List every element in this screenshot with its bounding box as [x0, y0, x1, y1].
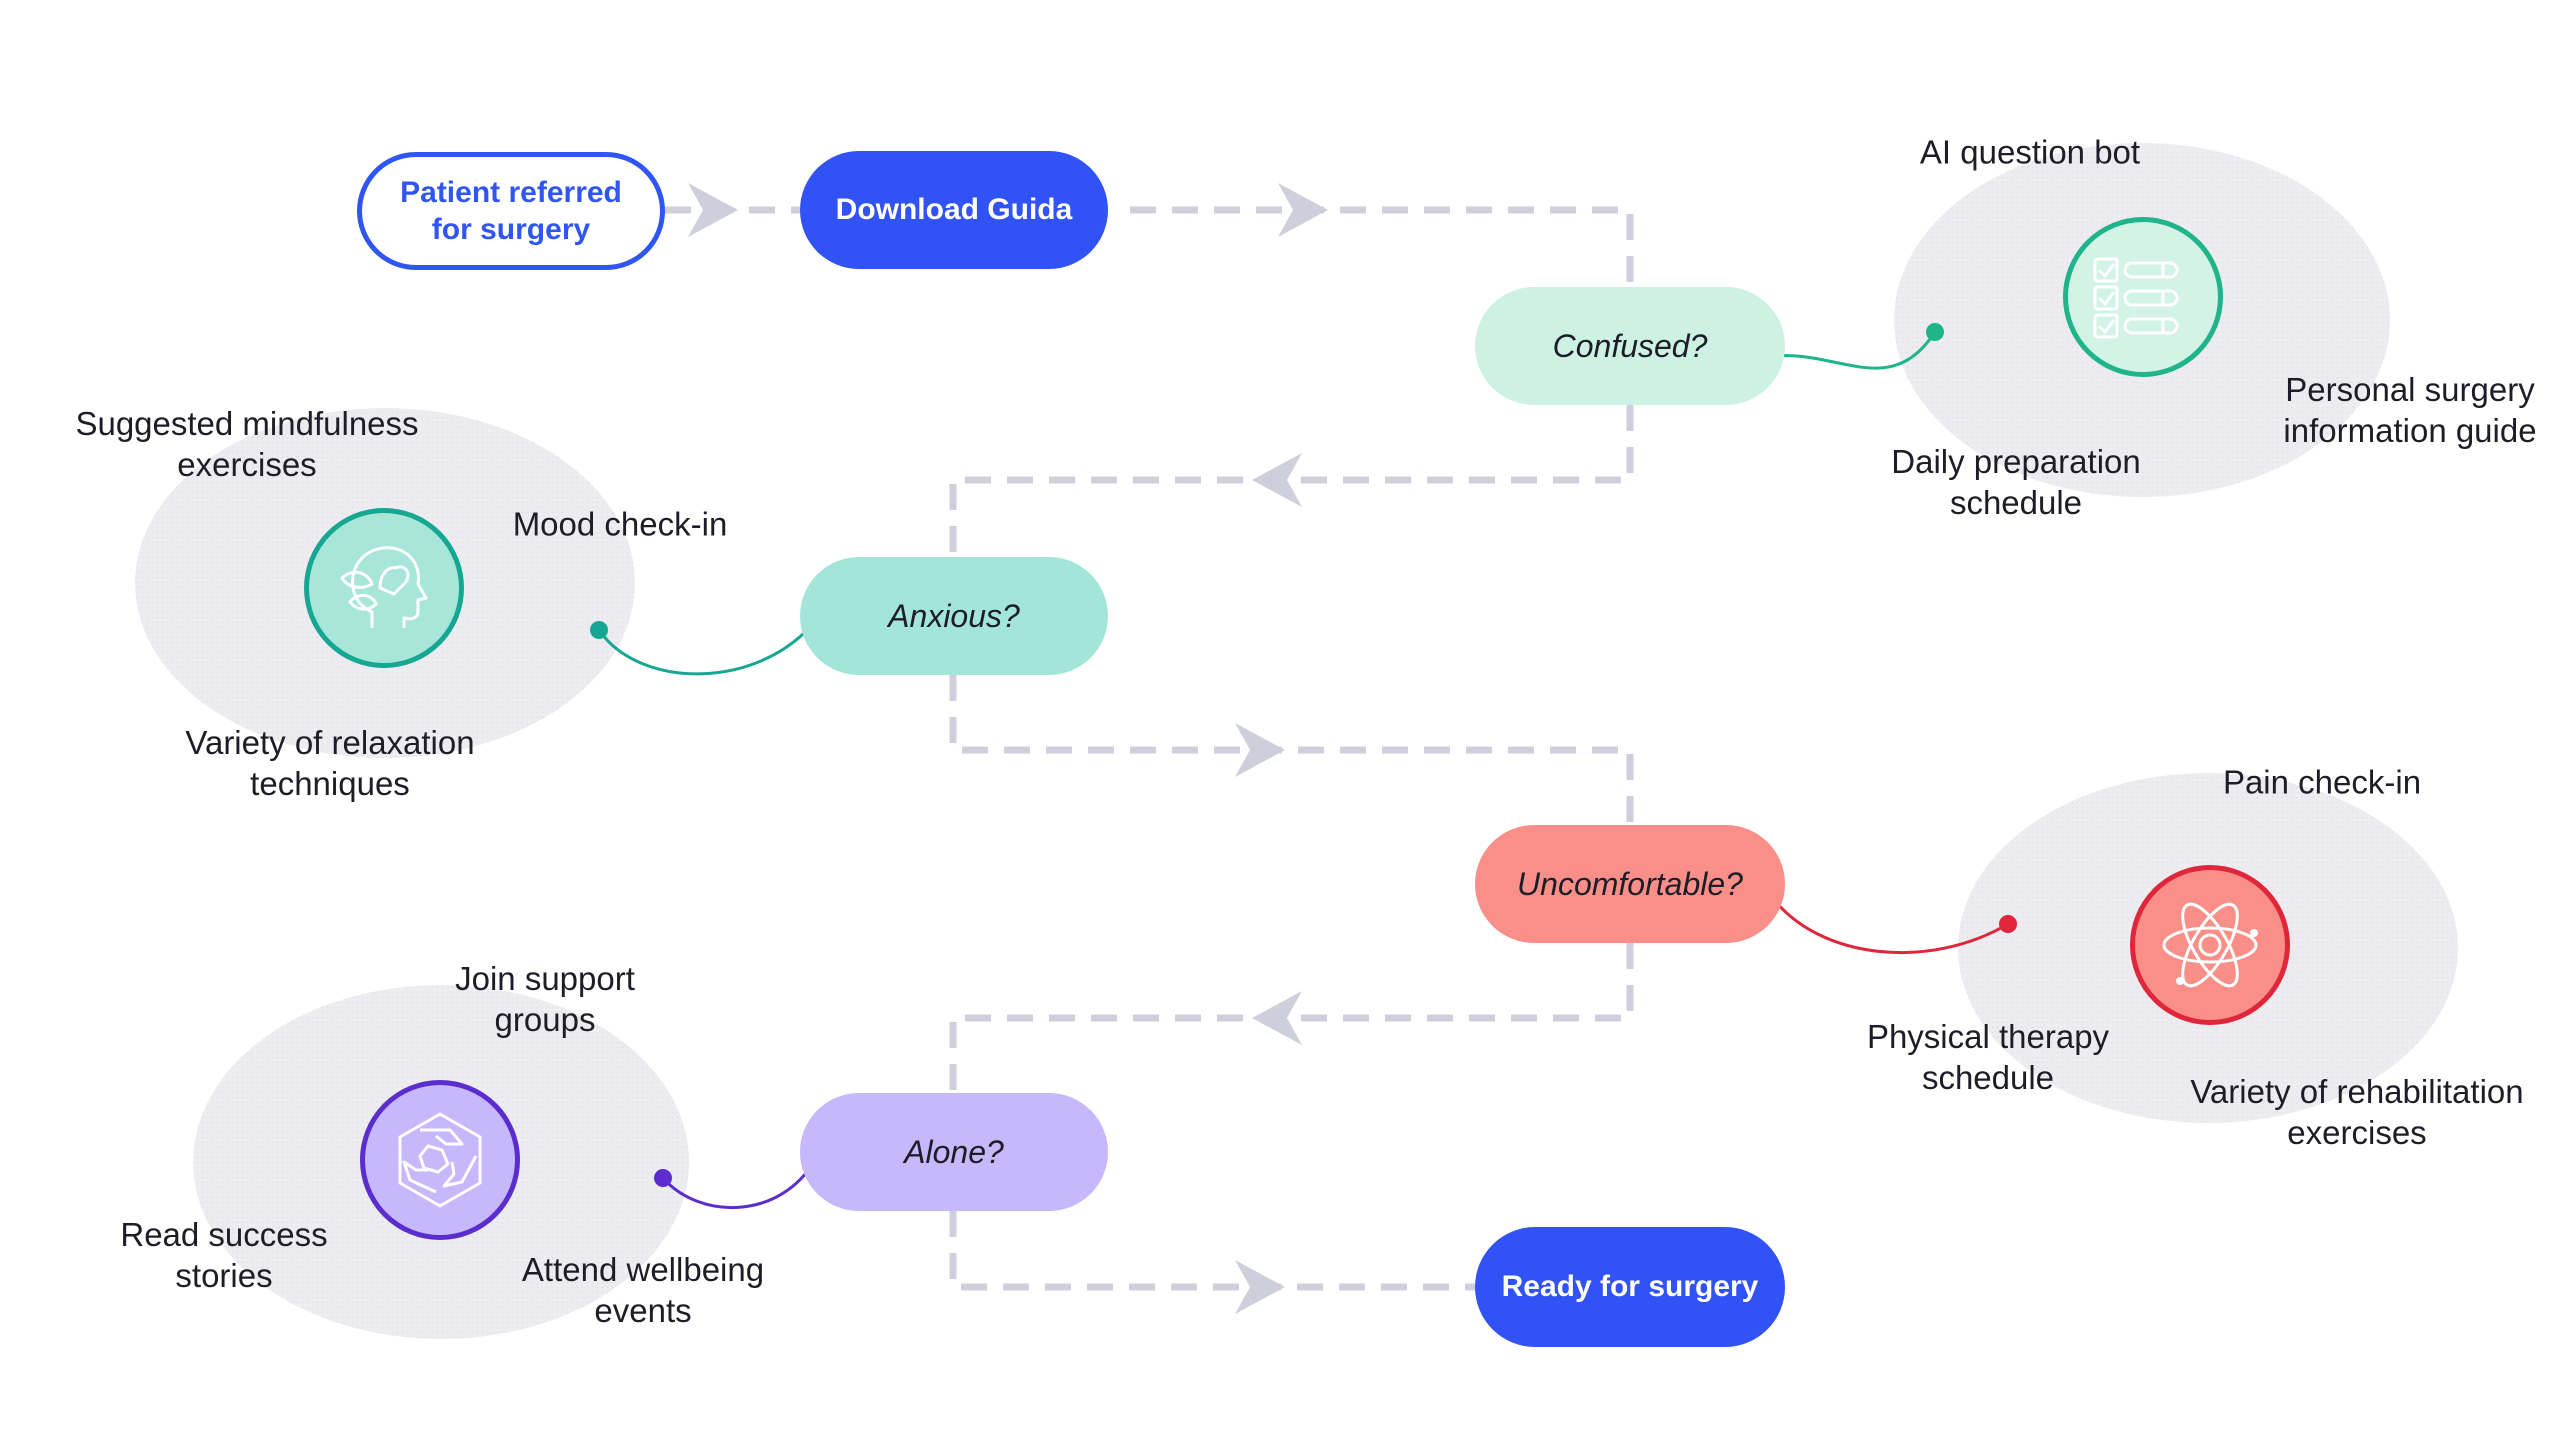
chevron-right-icon [1278, 183, 1328, 237]
success-stories-line-2: stories [175, 1257, 273, 1294]
uncomfortable-label: Uncomfortable? [1517, 865, 1743, 902]
relaxation-label: Variety of relaxation techniques [185, 722, 474, 804]
chevron-left-icon [1252, 991, 1302, 1045]
connector-download-to-confused [1130, 206, 1634, 287]
success-stories-label: Read success stories [120, 1214, 327, 1296]
ai-question-bot-label: AI question bot [1920, 132, 2140, 173]
alone-node: Alone? [800, 1093, 1108, 1211]
alone-link-dot [654, 1169, 672, 1187]
pain-checkin-label: Pain check-in [2223, 762, 2421, 803]
mood-checkin-text: Mood check-in [512, 505, 728, 543]
physio-schedule-label: Physical therapy schedule [1867, 1016, 2109, 1098]
rehab-exercises-line-2: exercises [2287, 1114, 2427, 1151]
download-guida-label: Download Guida [835, 193, 1073, 226]
confused-link-dot [1926, 323, 1944, 341]
support-groups-line-2: groups [494, 1001, 596, 1038]
connector-confused-to-anxious [949, 405, 1634, 557]
confused-node: Confused? [1475, 287, 1785, 405]
anxious-node: Anxious? [800, 557, 1108, 675]
uncomfortable-link-dot [1999, 915, 2017, 933]
personal-guide-label: Personal surgery information guide [2283, 369, 2536, 451]
anxious-link-dot [590, 621, 608, 639]
support-groups-label: Join support groups [455, 958, 635, 1040]
start-node-line-1: Patient referred [400, 176, 622, 209]
support-groups-line-1: Join support [455, 960, 635, 997]
chevron-right-icon [1235, 723, 1285, 777]
ready-for-surgery-node: Ready for surgery [1475, 1227, 1785, 1347]
chevron-right-icon [688, 183, 738, 237]
start-node-line-2: for surgery [431, 213, 591, 246]
rehab-exercises-line-1: Variety of rehabilitation [2190, 1073, 2524, 1110]
success-stories-line-1: Read success [120, 1216, 328, 1253]
pain-checkin-text: Pain check-in [2222, 763, 2422, 801]
wellbeing-events-line-1: Attend wellbeing [521, 1251, 765, 1288]
mind-leaf-head-icon [304, 508, 464, 668]
personal-guide-line-2: information guide [2283, 412, 2537, 449]
atom-icon [2130, 865, 2290, 1025]
alone-label: Alone? [904, 1133, 1004, 1170]
anxious-feature-link [597, 619, 818, 676]
daily-schedule-label: Daily preparation schedule [1891, 441, 2140, 523]
checklist-icon [2063, 217, 2223, 377]
physio-schedule-line-1: Physical therapy [1866, 1018, 2110, 1055]
download-guida-node: Download Guida [800, 151, 1108, 269]
mindfulness-label: Suggested mindfulness exercises [75, 403, 418, 485]
relaxation-line-2: techniques [250, 765, 410, 802]
confused-feature-link [1771, 331, 1937, 370]
alone-feature-link [661, 1159, 817, 1210]
daily-schedule-line-2: schedule [1949, 484, 2083, 521]
chevron-left-icon [1252, 453, 1302, 507]
relaxation-line-1: Variety of relaxation [185, 724, 475, 761]
confused-label: Confused? [1552, 327, 1708, 364]
uncomfortable-feature-link [1770, 896, 2009, 955]
start-node-patient-referred: Patient referred for surgery [357, 152, 665, 270]
connector-alone-to-ready [949, 1211, 1475, 1291]
ready-for-surgery-label: Ready for surgery [1501, 1270, 1759, 1303]
chevron-right-icon [1235, 1260, 1285, 1314]
linked-hands-icon [360, 1080, 520, 1240]
mood-checkin-label: Mood check-in [513, 504, 728, 545]
connector-uncomfortable-to-alone [949, 943, 1634, 1093]
connector-anxious-to-uncomfortable [949, 675, 1634, 825]
rehab-exercises-label: Variety of rehabilitation exercises [2190, 1071, 2523, 1153]
personal-guide-line-1: Personal surgery [2285, 371, 2535, 408]
ai-question-bot-text: AI question bot [1919, 133, 2141, 171]
mindfulness-line-2: exercises [177, 446, 317, 483]
anxious-label: Anxious? [888, 597, 1020, 634]
physio-schedule-line-2: schedule [1921, 1059, 2055, 1096]
wellbeing-events-line-2: events [594, 1292, 692, 1329]
daily-schedule-line-1: Daily preparation [1891, 443, 2141, 480]
wellbeing-events-label: Attend wellbeing events [522, 1249, 764, 1331]
mindfulness-line-1: Suggested mindfulness [75, 405, 419, 442]
uncomfortable-node: Uncomfortable? [1475, 825, 1785, 943]
